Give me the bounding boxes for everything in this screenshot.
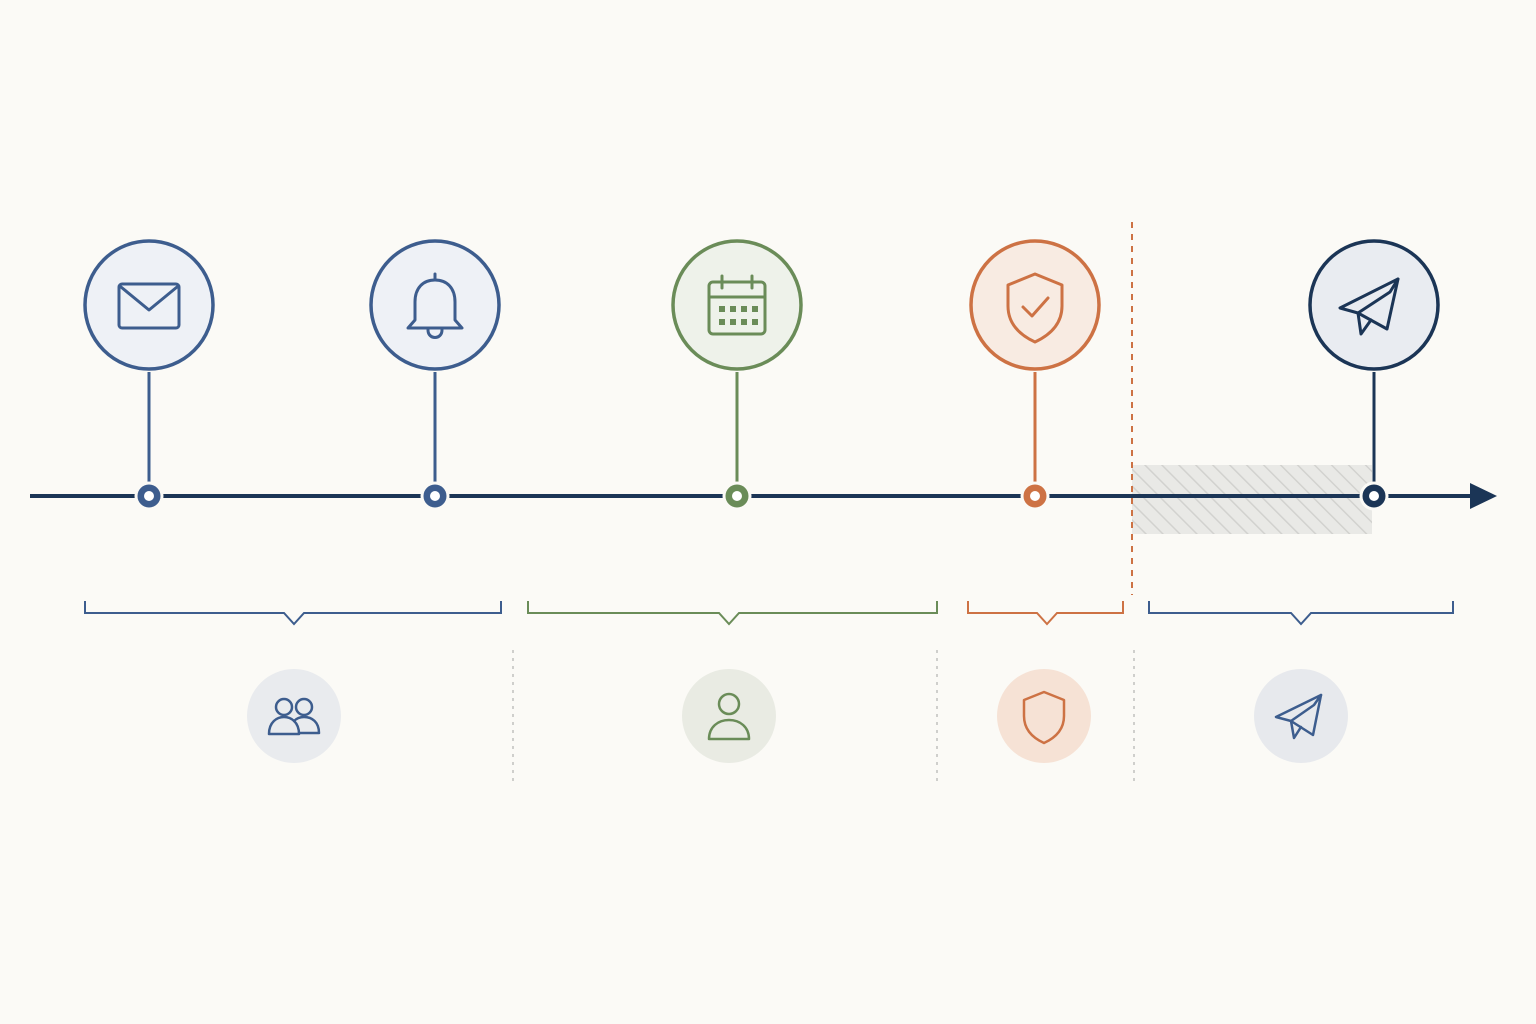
milestone-badge xyxy=(83,239,215,371)
shield-check-icon xyxy=(1006,272,1064,344)
milestone-dot-center xyxy=(430,491,440,501)
phase-user[interactable] xyxy=(682,669,776,763)
phase-delivery[interactable] xyxy=(1254,669,1348,763)
phase-bracket-team xyxy=(84,601,502,626)
phase-team[interactable] xyxy=(247,669,341,763)
milestone-email[interactable] xyxy=(83,239,215,511)
user-icon xyxy=(707,692,751,741)
phase-bracket-protection xyxy=(967,601,1124,626)
phase-separators xyxy=(512,650,1135,785)
phase-badge xyxy=(247,669,341,763)
milestone-badge xyxy=(1308,239,1440,371)
phase-badge xyxy=(997,669,1091,763)
phase-badge xyxy=(1254,669,1348,763)
milestone-dot-center xyxy=(1369,491,1379,501)
milestone-badge xyxy=(671,239,803,371)
future-zone xyxy=(1132,465,1372,534)
paper-plane-icon xyxy=(1274,693,1323,740)
phase-bracket-user xyxy=(527,601,938,626)
milestone-send[interactable] xyxy=(1308,239,1440,511)
phase-bracket-delivery xyxy=(1148,601,1454,626)
shield-icon xyxy=(1022,690,1066,745)
calendar-days xyxy=(719,306,758,325)
users-icon xyxy=(267,697,321,736)
bell-icon xyxy=(406,272,464,339)
phase-badge xyxy=(682,669,776,763)
axis-arrow-head xyxy=(1470,483,1497,509)
milestone-dot-center xyxy=(732,491,742,501)
milestone-schedule[interactable] xyxy=(671,239,803,511)
phase-protection[interactable] xyxy=(997,669,1091,763)
milestone-dot-center xyxy=(144,491,154,501)
calendar-icon xyxy=(707,274,767,336)
milestone-security[interactable] xyxy=(969,239,1101,511)
envelope-icon xyxy=(117,282,181,330)
paper-plane-icon xyxy=(1338,277,1400,336)
milestone-badge xyxy=(969,239,1101,371)
milestone-dot-center xyxy=(1030,491,1040,501)
milestone-notification[interactable] xyxy=(369,239,501,511)
milestone-badge xyxy=(369,239,501,371)
